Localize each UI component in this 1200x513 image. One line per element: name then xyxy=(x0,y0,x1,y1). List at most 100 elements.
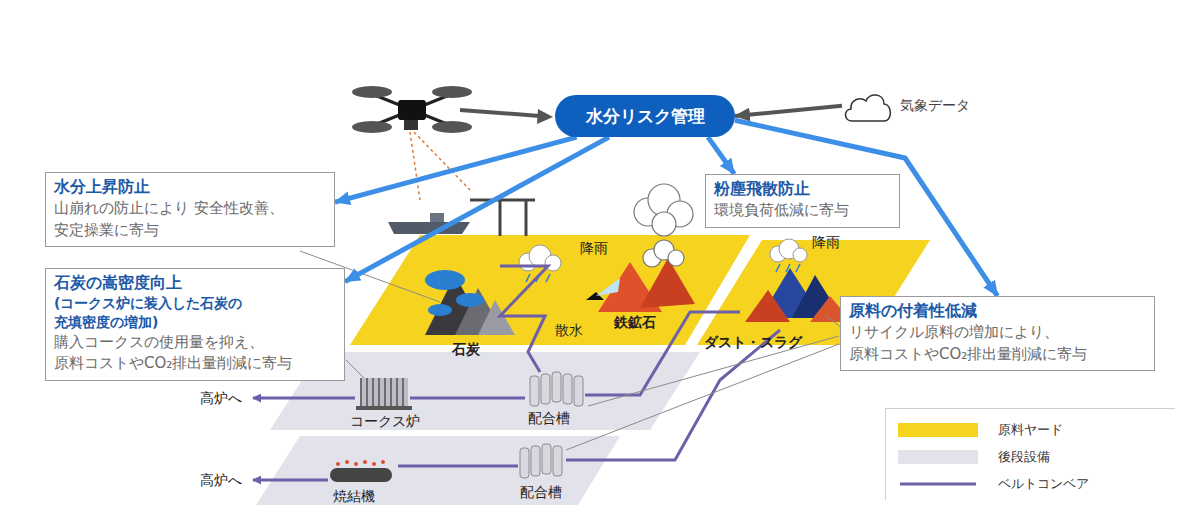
part-label: 石炭 xyxy=(452,341,480,358)
sinter-machine xyxy=(336,460,385,466)
node-text: 山崩れの防止により 安全性改善、安定操業に寄与 xyxy=(54,198,326,242)
leader-line xyxy=(346,360,364,378)
coke-oven xyxy=(360,378,408,408)
downstream-band xyxy=(256,436,620,505)
rain-cloud xyxy=(546,274,550,282)
sinter-machine xyxy=(330,460,392,482)
drone xyxy=(352,121,392,133)
coal-pile xyxy=(428,304,452,316)
coke-oven xyxy=(356,406,412,410)
belt-conveyor xyxy=(410,397,525,400)
legend-text: 後段設備 xyxy=(998,448,1050,466)
yard-area xyxy=(350,235,750,345)
rain-cloud xyxy=(526,274,530,282)
dust-slag-pile xyxy=(745,268,852,322)
part-label: ダスト・スラグ xyxy=(704,334,802,351)
connector-arrow xyxy=(335,137,577,202)
dust-cloud xyxy=(652,212,676,236)
sinter-machine xyxy=(354,462,358,466)
legend-line xyxy=(900,483,976,486)
drone-arrow xyxy=(460,110,540,116)
blending-tank xyxy=(541,374,550,404)
part-label: 高炉へ xyxy=(200,472,242,489)
legend-line xyxy=(898,473,978,495)
drone-arrow xyxy=(460,109,553,124)
part-label: 降雨 xyxy=(580,240,608,257)
part-label: 配合槽 xyxy=(528,410,570,427)
rain-cloud xyxy=(776,264,780,272)
node-heading: 石炭の嵩密度向上 xyxy=(54,273,336,294)
node-heading: 水分上昇防止 xyxy=(54,177,326,198)
belt-conveyor xyxy=(500,266,548,372)
legend-row: 後段設備 xyxy=(898,446,1168,468)
process-pill: 水分リスク管理 xyxy=(555,95,735,137)
callout-box: 原料の付着性低減リサイクル原料の増加により、 原料コストやCO₂排出量削減に寄与 xyxy=(840,296,1155,371)
connector-arrow xyxy=(735,106,842,116)
node-text: 購入コークスの使用量を抑え、 原料コストやCO₂排出量削減に寄与 xyxy=(54,332,336,376)
blending-tank xyxy=(530,376,539,406)
drone xyxy=(352,86,392,98)
callout-box: 石炭の嵩密度向上(コークス炉に装入した石炭の 充填密度の増加)購入コークスの使用… xyxy=(45,268,345,381)
cloud-icon xyxy=(842,88,894,126)
sinter-machine xyxy=(330,468,392,482)
dust-cloud xyxy=(668,250,684,266)
node-text: 環境負荷低減に寄与 xyxy=(714,200,891,222)
part-label: 鉄鉱石 xyxy=(614,314,656,331)
belt-conveyor xyxy=(398,465,518,468)
leader-line xyxy=(300,251,842,450)
rain-cloud xyxy=(796,264,800,272)
belt-conveyor xyxy=(253,397,355,400)
dust-cloud xyxy=(634,184,693,267)
node-heading: 原料の付着性低減 xyxy=(849,301,1146,322)
blending-tank xyxy=(552,372,561,402)
legend-swatch xyxy=(898,450,978,464)
rain-cloud xyxy=(519,239,807,271)
blending-tank xyxy=(520,448,529,478)
weather-cloud: 気象データ xyxy=(842,88,992,124)
blending-tank xyxy=(542,444,551,474)
drone xyxy=(410,132,420,200)
leader-line xyxy=(566,344,839,450)
legend-box: 原料ヤード後段設備ベルトコンベア xyxy=(885,408,1175,500)
part-label: 高炉へ xyxy=(200,390,242,407)
node-text: (コークス炉に装入した石炭の 充填密度の増加) xyxy=(54,294,336,332)
iron-ore-pile xyxy=(596,278,620,296)
part-label: 降雨 xyxy=(812,234,840,251)
ship-crane xyxy=(499,200,502,236)
part-label: 焼結機 xyxy=(333,488,375,505)
dust-slag-pile xyxy=(745,290,790,322)
drone-arrow xyxy=(537,109,553,124)
part-label: 配合槽 xyxy=(520,484,562,501)
belt-conveyor xyxy=(585,312,740,395)
callout-box: 水分上昇防止山崩れの防止により 安全性改善、安定操業に寄与 xyxy=(45,172,335,247)
blending-tank xyxy=(563,374,572,404)
ship-crane xyxy=(430,213,444,222)
legend-row: 原料ヤード xyxy=(898,419,1168,441)
connector-arrow xyxy=(345,137,609,282)
node-heading: 粉塵飛散防止 xyxy=(714,179,891,200)
coal-pile xyxy=(456,293,484,307)
coke-oven xyxy=(356,378,412,410)
legend-row: ベルトコンベア xyxy=(898,473,1168,495)
drone xyxy=(404,120,418,130)
legend-text: 原料ヤード xyxy=(998,421,1063,439)
blending-tank xyxy=(553,446,562,476)
part-label: コークス炉 xyxy=(350,413,420,430)
blending-tank xyxy=(531,446,540,476)
sinter-machine xyxy=(363,460,367,464)
sinter-machine xyxy=(372,462,376,466)
drone xyxy=(414,132,470,190)
connector-arrow xyxy=(708,137,734,174)
sinter-machine xyxy=(381,460,385,464)
legend-text: ベルトコンベア xyxy=(998,475,1089,493)
coal-pile xyxy=(425,270,465,290)
sinter-machine xyxy=(336,462,340,466)
drone xyxy=(432,121,472,133)
coal-pile xyxy=(425,270,515,335)
callout-box: 粉塵飛散防止環境負荷低減に寄与 xyxy=(705,174,900,228)
part-label: 散水 xyxy=(555,322,583,339)
sinter-machine xyxy=(345,460,349,464)
cloud-outline xyxy=(845,95,890,121)
drone xyxy=(398,100,426,120)
ship-crane xyxy=(525,200,528,236)
